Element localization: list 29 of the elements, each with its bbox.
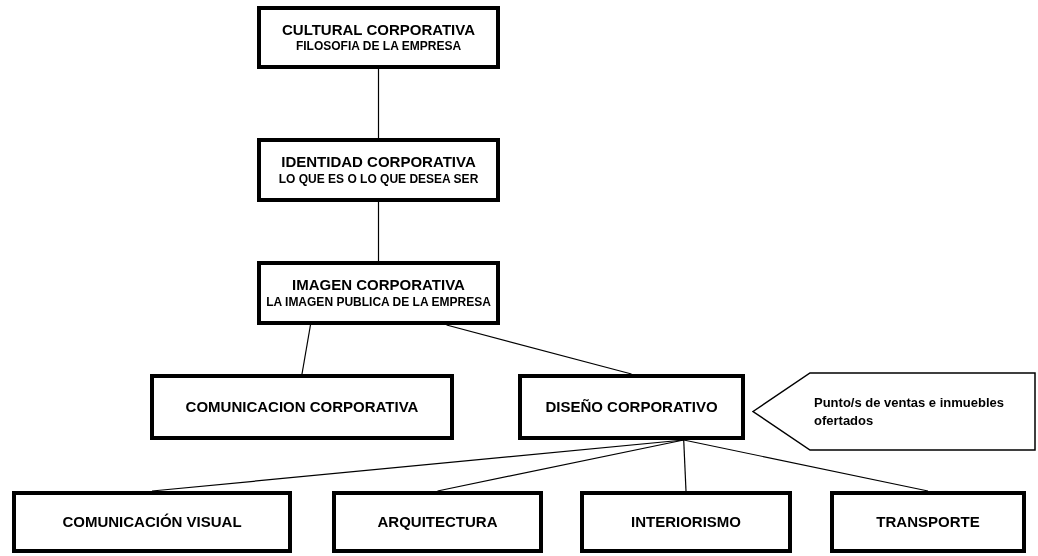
process-box bbox=[518, 374, 745, 440]
connector-line bbox=[377, 68, 380, 139]
process-box bbox=[257, 6, 500, 69]
connector-line bbox=[301, 324, 312, 375]
box-title: IDENTIDAD CORPORATIVA bbox=[281, 153, 476, 172]
process-box bbox=[257, 138, 500, 202]
box-subtitle: LO QUE ES O LO QUE DESEA SER bbox=[278, 171, 479, 187]
box-title: COMUNICACIÓN VISUAL bbox=[62, 512, 242, 532]
box-subtitle: LA IMAGEN PUBLICA DE LA EMPRESA bbox=[266, 294, 491, 310]
connector-line bbox=[377, 201, 380, 262]
box-title: TRANSPORTE bbox=[876, 512, 980, 532]
connector-line bbox=[445, 324, 633, 375]
process-box bbox=[580, 491, 792, 553]
connector-line bbox=[683, 439, 929, 492]
callout-arrow-shape bbox=[752, 372, 1036, 451]
process-box bbox=[332, 491, 543, 553]
process-box bbox=[12, 491, 292, 553]
connector-line bbox=[683, 439, 687, 492]
process-box bbox=[257, 261, 500, 325]
process-box bbox=[830, 491, 1026, 553]
box-title: INTERIORISMO bbox=[631, 512, 741, 532]
box-title: ARQUITECTURA bbox=[377, 512, 498, 532]
callout-text: Punto/s de ventas e inmuebles ofertados bbox=[814, 393, 1005, 430]
process-box bbox=[150, 374, 454, 440]
box-title: COMUNICACION CORPORATIVA bbox=[185, 397, 419, 417]
box-title: IMAGEN CORPORATIVA bbox=[292, 276, 465, 295]
box-title: DISEÑO CORPORATIVO bbox=[545, 397, 718, 417]
box-subtitle: FILOSOFIA DE LA EMPRESA bbox=[295, 39, 462, 55]
box-title: CULTURAL CORPORATIVA bbox=[281, 20, 475, 40]
